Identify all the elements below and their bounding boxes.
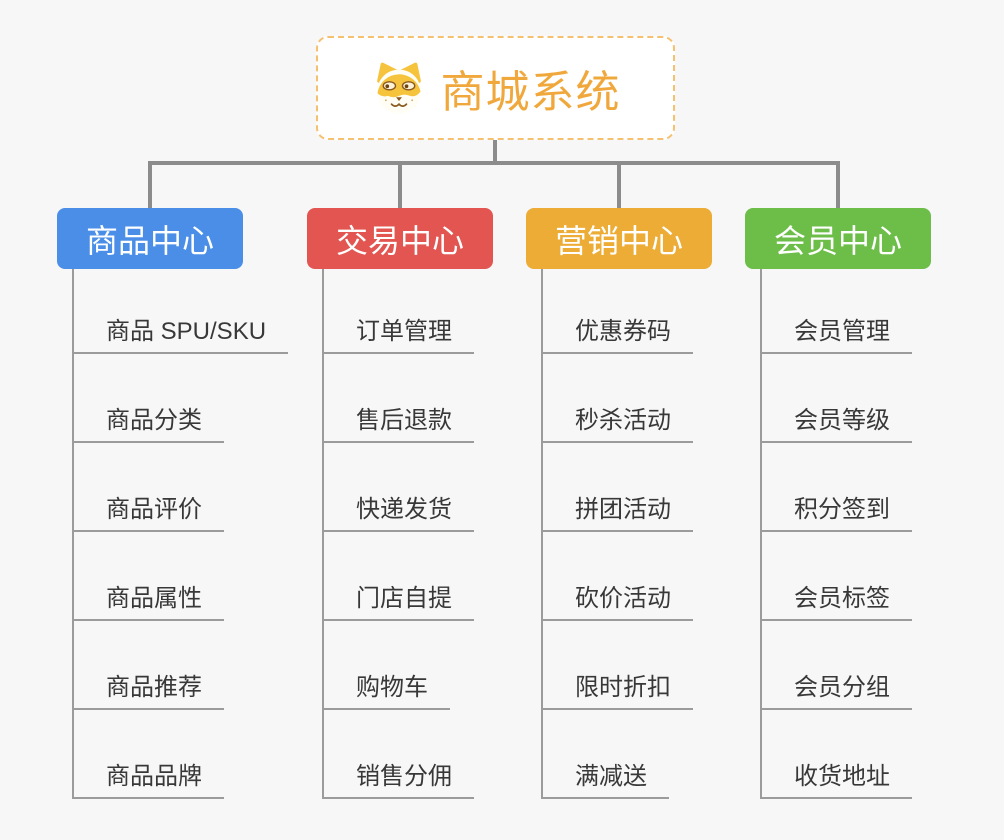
subtopic-row: 快递发货 xyxy=(324,443,474,532)
subtopic-row: 商品品牌 xyxy=(74,710,224,799)
subtopic-row: 会员分组 xyxy=(762,621,912,710)
subtopic[interactable]: 秒杀活动 xyxy=(575,406,671,434)
subtopic[interactable]: 会员等级 xyxy=(794,406,890,434)
subtopic[interactable]: 满减送 xyxy=(575,762,647,790)
branch-label: 商品中心 xyxy=(85,222,214,259)
branch-subtopics-product-center: 商品 SPU/SKU 商品分类 商品评价 商品属性 商品推荐 商品品牌 xyxy=(72,269,289,799)
subtopic-row: 门店自提 xyxy=(324,532,474,621)
subtopic-row: 会员等级 xyxy=(762,354,912,443)
branch-drop-connector xyxy=(836,165,840,208)
subtopic[interactable]: 优惠券码 xyxy=(575,317,671,345)
subtopic-row: 购物车 xyxy=(324,621,450,710)
subtopic-row: 商品 SPU/SKU xyxy=(74,269,289,354)
subtopic-row: 拼团活动 xyxy=(543,443,693,532)
subtopic-row: 秒杀活动 xyxy=(543,354,693,443)
branch-label: 营销中心 xyxy=(554,222,683,259)
subtopic-row: 售后退款 xyxy=(324,354,474,443)
subtopic[interactable]: 拼团活动 xyxy=(575,495,671,523)
shiba-dog-icon xyxy=(371,61,427,115)
subtopic[interactable]: 销售分佣 xyxy=(356,762,452,790)
root-connector xyxy=(493,140,497,161)
subtopic[interactable]: 购物车 xyxy=(356,673,428,701)
subtopic[interactable]: 商品评价 xyxy=(106,495,202,523)
branch-label: 会员中心 xyxy=(773,222,902,259)
subtopic[interactable]: 订单管理 xyxy=(356,317,452,345)
root-topic[interactable]: 商城系统 xyxy=(316,36,675,140)
subtopic[interactable]: 限时折扣 xyxy=(575,673,671,701)
subtopic-row: 优惠券码 xyxy=(543,269,693,354)
subtopic-row: 销售分佣 xyxy=(324,710,474,799)
subtopic-row: 收货地址 xyxy=(762,710,912,799)
subtopic[interactable]: 门店自提 xyxy=(356,584,452,612)
branch-header-trade-center[interactable]: 交易中心 xyxy=(307,208,493,269)
subtopic-row: 商品评价 xyxy=(74,443,224,532)
branch-drop-connector xyxy=(617,165,621,208)
subtopic[interactable]: 积分签到 xyxy=(794,495,890,523)
branch-bus-connector xyxy=(148,161,840,165)
subtopic[interactable]: 售后退款 xyxy=(356,406,452,434)
subtopic-row: 满减送 xyxy=(543,710,669,799)
subtopic[interactable]: 商品推荐 xyxy=(106,673,202,701)
subtopic-row: 商品属性 xyxy=(74,532,224,621)
subtopic[interactable]: 商品 SPU/SKU xyxy=(106,317,267,345)
subtopic[interactable]: 商品属性 xyxy=(106,584,202,612)
subtopic-row: 商品分类 xyxy=(74,354,224,443)
subtopic[interactable]: 收货地址 xyxy=(794,762,890,790)
subtopic-row: 限时折扣 xyxy=(543,621,693,710)
branch-subtopics-member-center: 会员管理 会员等级 积分签到 会员标签 会员分组 收货地址 xyxy=(760,269,912,799)
subtopic[interactable]: 砍价活动 xyxy=(575,584,671,612)
subtopic[interactable]: 商品品牌 xyxy=(106,762,202,790)
subtopic-row: 会员管理 xyxy=(762,269,912,354)
subtopic[interactable]: 会员分组 xyxy=(794,673,890,701)
subtopic-row: 订单管理 xyxy=(324,269,474,354)
branch-header-product-center[interactable]: 商品中心 xyxy=(57,208,243,269)
subtopic[interactable]: 会员管理 xyxy=(794,317,890,345)
branch-drop-connector xyxy=(148,165,152,208)
subtopic-row: 会员标签 xyxy=(762,532,912,621)
branch-drop-connector xyxy=(398,165,402,208)
subtopic-row: 商品推荐 xyxy=(74,621,224,710)
root-topic-title: 商城系统 xyxy=(440,68,621,117)
branch-label: 交易中心 xyxy=(335,222,464,259)
branch-subtopics-trade-center: 订单管理 售后退款 快递发货 门店自提 购物车 销售分佣 xyxy=(322,269,474,799)
subtopic-row: 砍价活动 xyxy=(543,532,693,621)
subtopic[interactable]: 会员标签 xyxy=(794,584,890,612)
subtopic[interactable]: 商品分类 xyxy=(106,406,202,434)
branch-header-member-center[interactable]: 会员中心 xyxy=(745,208,931,269)
branch-header-marketing-center[interactable]: 营销中心 xyxy=(526,208,712,269)
subtopic-row: 积分签到 xyxy=(762,443,912,532)
subtopic[interactable]: 快递发货 xyxy=(356,495,452,523)
branch-subtopics-marketing-center: 优惠券码 秒杀活动 拼团活动 砍价活动 限时折扣 满减送 xyxy=(541,269,693,799)
